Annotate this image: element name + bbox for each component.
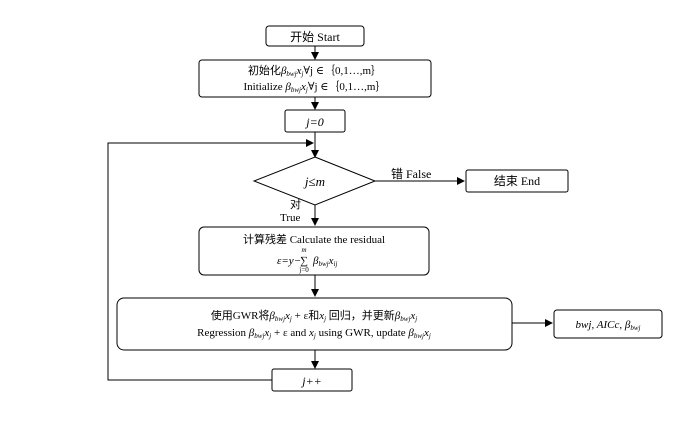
connectors bbox=[107, 46, 553, 381]
decision-label: j≤m bbox=[303, 174, 325, 189]
regression-line-1: 使用GWR将βbwjxj + ε和xj 回归，并更新βbwjxj bbox=[211, 308, 418, 323]
sum-upper-limit: m bbox=[301, 246, 306, 254]
increment-node: j++ bbox=[271, 368, 353, 392]
edge-loop-back bbox=[107, 139, 314, 381]
regression-line-2: Regression βbwjxj + ε and xj using GWR, … bbox=[197, 327, 431, 340]
sum-sign-icon: ∑ bbox=[300, 255, 308, 267]
residual-formula-rhs: βbwjxij bbox=[312, 255, 337, 268]
false-label: 错 False bbox=[391, 167, 431, 181]
residual-formula-lhs: ε=y− bbox=[277, 255, 301, 267]
true-label-cn: 对 bbox=[290, 197, 301, 211]
start-node: 开始 Start bbox=[265, 25, 365, 47]
end-label: 结束 End bbox=[494, 174, 540, 188]
decision-node: j≤m bbox=[252, 156, 377, 206]
residual-line-1: 计算残差 Calculate the residual bbox=[243, 232, 385, 246]
end-node: 结束 End bbox=[465, 169, 569, 193]
output-label: bwj, AICc, βbwj bbox=[576, 319, 641, 332]
true-label-en: True bbox=[280, 212, 300, 224]
init-line-2: Initialize βbwjxj∀j ∈｛0,1…,m｝ bbox=[244, 80, 387, 94]
start-label: 开始 Start bbox=[290, 30, 340, 44]
init-node: 初始化βbwjxj∀j ∈｛0,1…,m｝ Initialize βbwjxj∀… bbox=[198, 59, 432, 98]
regression-node: 使用GWR将βbwjxj + ε和xj 回归，并更新βbwjxj Regress… bbox=[116, 297, 513, 351]
init-line-1: 初始化βbwjxj∀j ∈｛0,1…,m｝ bbox=[248, 63, 382, 78]
set-j-label: j=0 bbox=[304, 115, 323, 129]
increment-label: j++ bbox=[300, 374, 322, 388]
set-j-node: j=0 bbox=[284, 109, 346, 133]
residual-node: 计算残差 Calculate the residual ε=y− m ∑ j=0… bbox=[198, 226, 430, 276]
sum-lower-limit: j=0 bbox=[298, 266, 309, 274]
output-node: bwj, AICc, βbwj bbox=[553, 309, 663, 339]
